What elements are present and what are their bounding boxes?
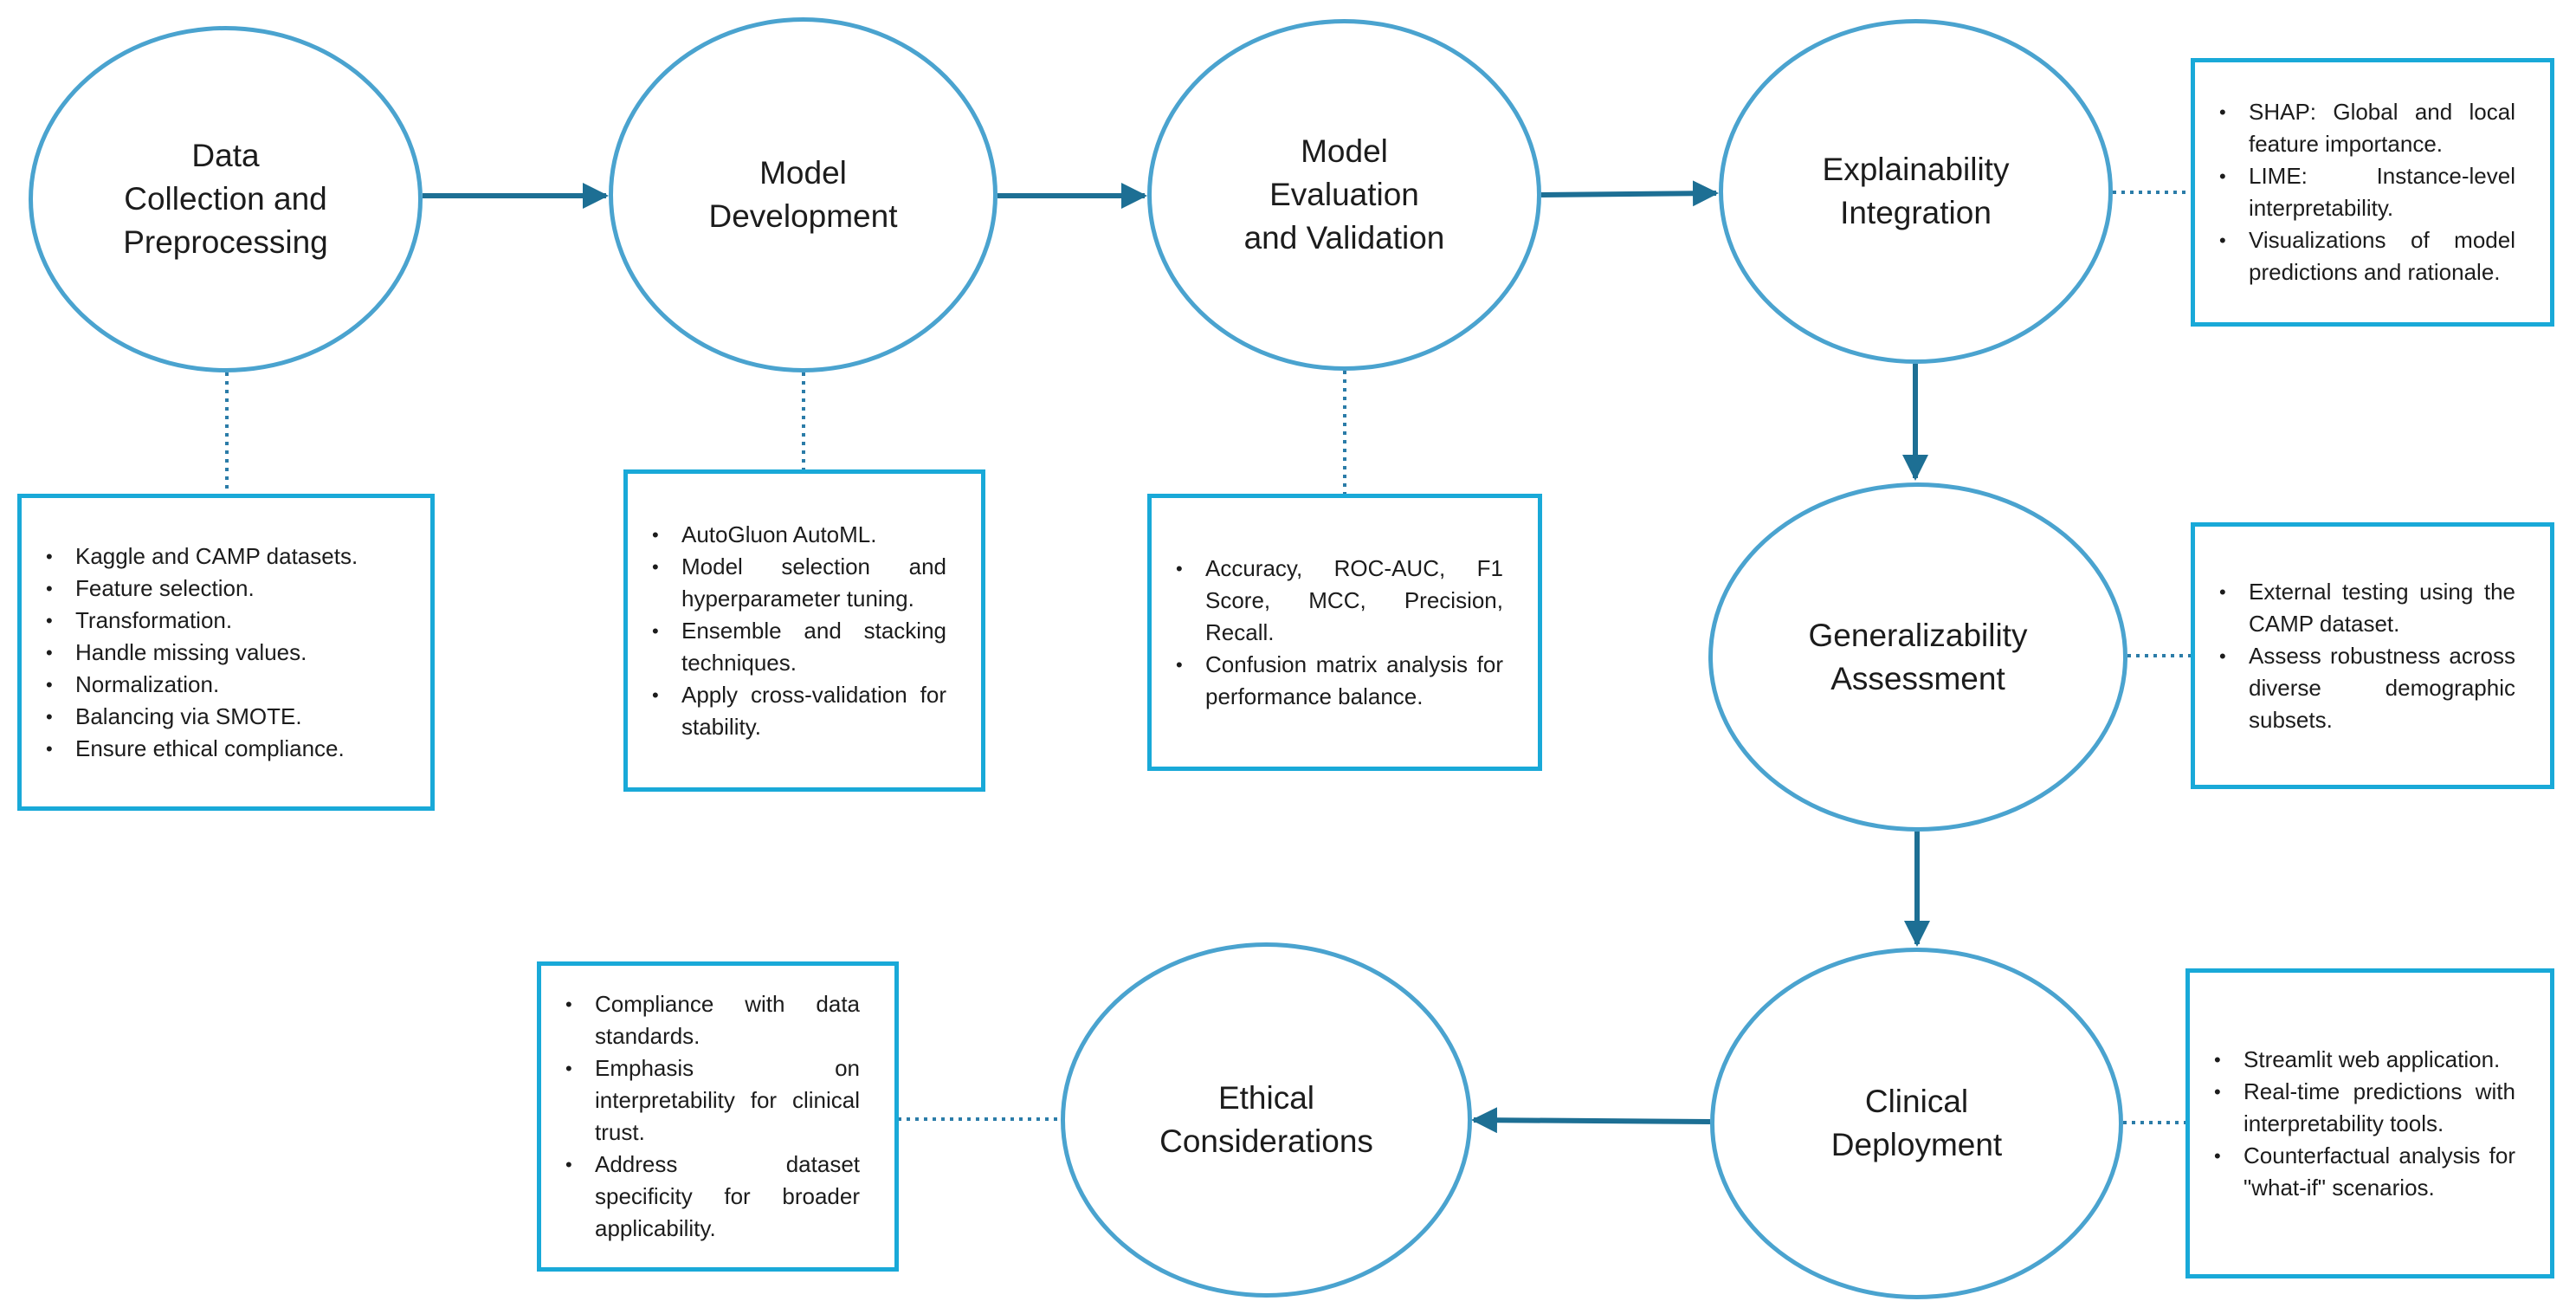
bullet-list: SHAP: Global and local feature importanc… bbox=[2218, 96, 2515, 288]
node-data-collection-label: Data Collection and Preprocessing bbox=[123, 138, 328, 260]
bullet-item: Feature selection. bbox=[44, 573, 396, 605]
arrow-evaluation-to-explainability bbox=[1540, 180, 1719, 207]
bullet-item: External testing using the CAMP dataset. bbox=[2218, 576, 2515, 640]
bullet-item: Handle missing values. bbox=[44, 637, 396, 669]
node-model-evaluation: Model Evaluation and Validation bbox=[1147, 19, 1541, 371]
bullet-item: Compliance with data standards. bbox=[564, 988, 860, 1052]
bullet-item: Apply cross-validation for stability. bbox=[650, 679, 946, 743]
node-explainability-label: Explainability Integration bbox=[1822, 152, 2010, 230]
bullet-item: Real-time predictions with interpretabil… bbox=[2212, 1076, 2515, 1140]
box-clinical-deployment: Streamlit web application. Real-time pre… bbox=[2185, 968, 2554, 1278]
bullet-item: Visualizations of model predictions and … bbox=[2218, 224, 2515, 288]
bullet-item: Address dataset specificity for broader … bbox=[564, 1149, 860, 1245]
bullet-item: Balancing via SMOTE. bbox=[44, 701, 396, 733]
arrow-deployment-to-ethical bbox=[1471, 1107, 1711, 1134]
box-ethical-considerations: Compliance with data standards. Emphasis… bbox=[537, 961, 899, 1272]
bullet-list: Compliance with data standards. Emphasis… bbox=[564, 988, 860, 1245]
bullet-item: Ensemble and stacking techniques. bbox=[650, 615, 946, 679]
box-data-collection: Kaggle and CAMP datasets. Feature select… bbox=[17, 494, 435, 811]
box-model-development: AutoGluon AutoML. Model selection and hy… bbox=[623, 469, 985, 792]
bullet-item: Counterfactual analysis for "what-if" sc… bbox=[2212, 1140, 2515, 1204]
bullet-item: Assess robustness across diverse demogra… bbox=[2218, 640, 2515, 736]
node-generalizability: Generalizability Assessment bbox=[1708, 482, 2127, 832]
node-ethical-considerations-label: Ethical Considerations bbox=[1159, 1080, 1373, 1159]
node-generalizability-label: Generalizability Assessment bbox=[1808, 617, 2028, 696]
node-clinical-deployment-label: Clinical Deployment bbox=[1830, 1084, 2003, 1162]
bullet-item: Kaggle and CAMP datasets. bbox=[44, 540, 396, 573]
bullet-item: Transformation. bbox=[44, 605, 396, 637]
node-clinical-deployment: Clinical Deployment bbox=[1710, 948, 2123, 1299]
bullet-list: AutoGluon AutoML. Model selection and hy… bbox=[650, 519, 946, 743]
bullet-list: Streamlit web application. Real-time pre… bbox=[2212, 1044, 2515, 1204]
bullet-item: Normalization. bbox=[44, 669, 396, 701]
bullet-item: Model selection and hyperparameter tunin… bbox=[650, 551, 946, 615]
box-model-evaluation: Accuracy, ROC-AUC, F1 Score, MCC, Precis… bbox=[1147, 494, 1542, 771]
bullet-list: Kaggle and CAMP datasets. Feature select… bbox=[44, 540, 396, 765]
node-model-evaluation-label: Model Evaluation and Validation bbox=[1243, 133, 1445, 256]
node-ethical-considerations: Ethical Considerations bbox=[1061, 942, 1472, 1298]
bullet-list: Accuracy, ROC-AUC, F1 Score, MCC, Precis… bbox=[1174, 553, 1503, 713]
bullet-item: LIME: Instance-level interpretability. bbox=[2218, 160, 2515, 224]
bullet-item: AutoGluon AutoML. bbox=[650, 519, 946, 551]
node-model-development-label: Model Development bbox=[708, 155, 898, 234]
bullet-item: Accuracy, ROC-AUC, F1 Score, MCC, Precis… bbox=[1174, 553, 1503, 649]
bullet-item: Streamlit web application. bbox=[2212, 1044, 2515, 1076]
bullet-item: Emphasis on interpretability for clinica… bbox=[564, 1052, 860, 1149]
bullet-item: Confusion matrix analysis for performanc… bbox=[1174, 649, 1503, 713]
bullet-list: External testing using the CAMP dataset.… bbox=[2218, 576, 2515, 736]
node-explainability: Explainability Integration bbox=[1719, 19, 2113, 364]
bullet-item: Ensure ethical compliance. bbox=[44, 733, 396, 765]
node-model-development: Model Development bbox=[609, 17, 997, 372]
node-data-collection: Data Collection and Preprocessing bbox=[29, 26, 423, 372]
bullet-item: SHAP: Global and local feature importanc… bbox=[2218, 96, 2515, 160]
box-explainability: SHAP: Global and local feature importanc… bbox=[2191, 58, 2554, 327]
box-generalizability: External testing using the CAMP dataset.… bbox=[2191, 522, 2554, 789]
